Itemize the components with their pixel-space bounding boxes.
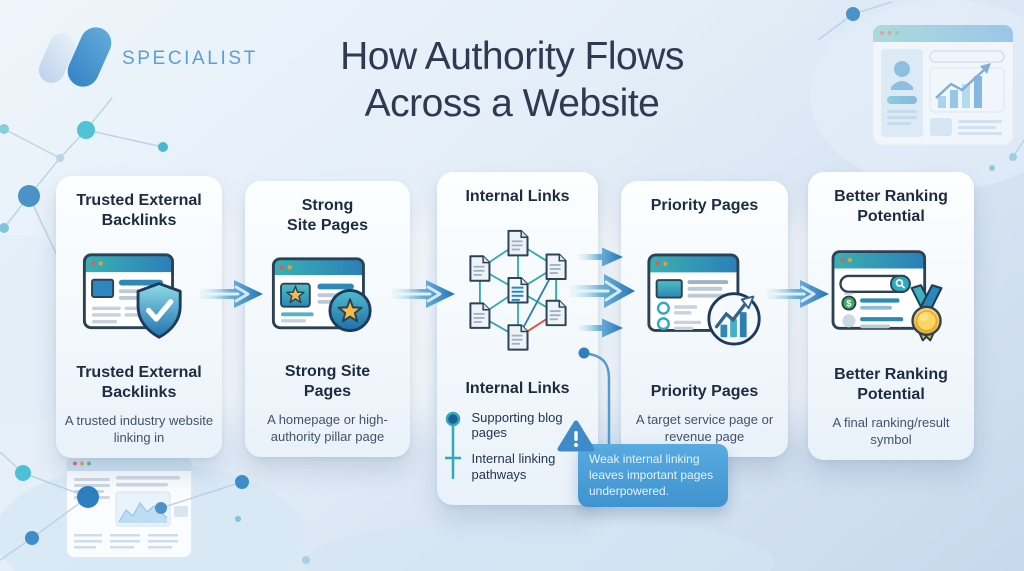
card-subtitle: Priority Pages: [650, 383, 759, 401]
flow-arrow-icon: [766, 280, 829, 308]
flow-arrow-icon: [570, 274, 635, 308]
card-title: Priority Pages: [650, 197, 759, 214]
card-description: A homepage or high-authority pillar page: [267, 411, 388, 444]
card-priority-pages: Priority Pages: [621, 181, 788, 457]
linked-documents-network-icon: [458, 207, 578, 379]
browser-shield-check-icon: [80, 232, 198, 363]
svg-text:$: $: [846, 298, 852, 308]
card-description: A final ranking/result symbol: [832, 414, 950, 447]
card-description: A trusted industry website linking in: [64, 412, 214, 445]
browser-search-medal-icon: $: [829, 228, 953, 365]
page-title: How Authority Flows Across a Website: [340, 35, 684, 125]
node-rail-icon: [444, 411, 461, 479]
flow-arrow-icon: [578, 247, 623, 267]
card-title: Internal Links: [465, 188, 570, 205]
flow-arrow-icon: [392, 280, 455, 308]
card-subtitle: Internal Links: [465, 380, 570, 398]
browser-star-badge-icon: [269, 237, 387, 362]
browser-chart-mockup: [66, 456, 192, 558]
callout-tooltip: Weak internal linking leaves important p…: [578, 444, 728, 508]
flow-arrow-icon: [578, 318, 623, 338]
warning-triangle-icon: [557, 420, 595, 452]
card-description: A target service page or revenue page: [635, 411, 774, 444]
browser-growth-chart-icon: [645, 216, 765, 382]
brand-name: SPECIALIST: [122, 48, 258, 69]
callout-text: Weak internal linking leaves important p…: [589, 452, 714, 498]
callout-connector-line: [578, 347, 611, 451]
bullet-item: Internal linking pathways: [471, 451, 556, 483]
flow-arrow-icon: [200, 280, 263, 308]
logo: SPECIALIST: [30, 22, 260, 100]
bullet-list: Supporting blog pages Internal linking p…: [444, 410, 592, 493]
browser-analytics-mockup: [872, 24, 1014, 146]
card-internal-links: Internal Links: [437, 172, 598, 505]
bullet-item: Supporting blog pages: [471, 409, 563, 441]
